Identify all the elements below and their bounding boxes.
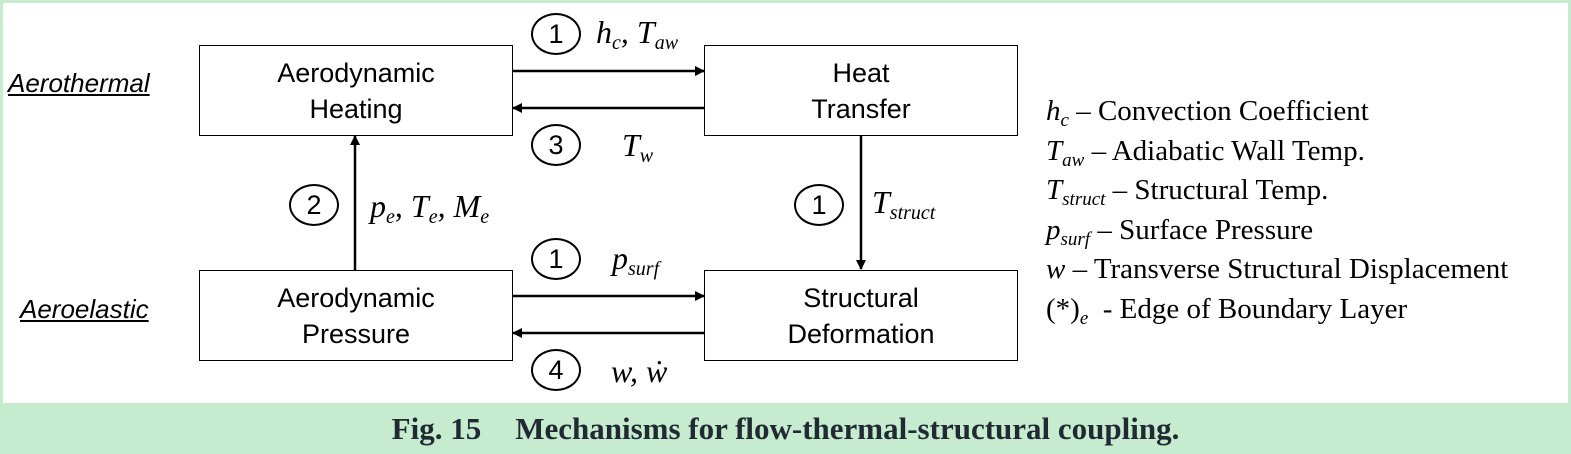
box-line: Aerodynamic [277, 282, 435, 313]
coupling-label-w-wdot: w, ẇ [611, 353, 668, 389]
coupling-number-1-heating: 1 [531, 13, 581, 55]
box-line: Aerodynamic [277, 57, 435, 88]
row-label-aerothermal: Aerothermal [8, 68, 150, 98]
legend: hc – Convection Coefficient Taw – Adiaba… [1046, 92, 1508, 329]
legend-item: w – Transverse Structural Displacement [1046, 253, 1509, 285]
row-label-aeroelastic: Aeroelastic [20, 294, 149, 324]
coupling-number-3: 3 [531, 124, 581, 166]
box-line: Pressure [301, 318, 411, 349]
coupling-label-pe-te-me: pe, Te, Me [370, 188, 490, 228]
box-line: Transfer [811, 93, 911, 124]
coupling-number-1-struct-temp: 1 [794, 184, 844, 226]
legend-item: hc – Convection Coefficient [1046, 95, 1369, 131]
figure-caption-text: Mechanisms for flow-thermal-structural c… [515, 411, 1180, 446]
figure-caption: Fig. 15 Mechanisms for flow-thermal-stru… [0, 404, 1571, 454]
legend-item: (*)e - Edge of Boundary Layer [1046, 292, 1408, 329]
legend-item: psurf – Surface Pressure [1046, 213, 1314, 250]
coupling-label-hc-taw: hc, Taw [596, 14, 679, 54]
box-line: Heating [309, 93, 403, 124]
coupling-number-4: 4 [531, 349, 581, 391]
legend-item: Tstruct – Structural Temp. [1046, 174, 1329, 210]
coupling-label-psurf: psurf [612, 240, 660, 280]
coupling-number-1-pressure: 1 [531, 238, 581, 280]
figure-number: Fig. 15 [391, 411, 482, 446]
box-line: Heat [832, 57, 890, 88]
coupling-number-2: 2 [289, 184, 339, 226]
coupling-label-tw: Tw [622, 127, 654, 167]
box-line: Deformation [787, 318, 935, 349]
legend-item: Taw – Adiabatic Wall Temp. [1046, 134, 1365, 171]
coupling-label-tstruct: Tstruct [872, 184, 936, 224]
box-line: Structural [803, 282, 919, 313]
